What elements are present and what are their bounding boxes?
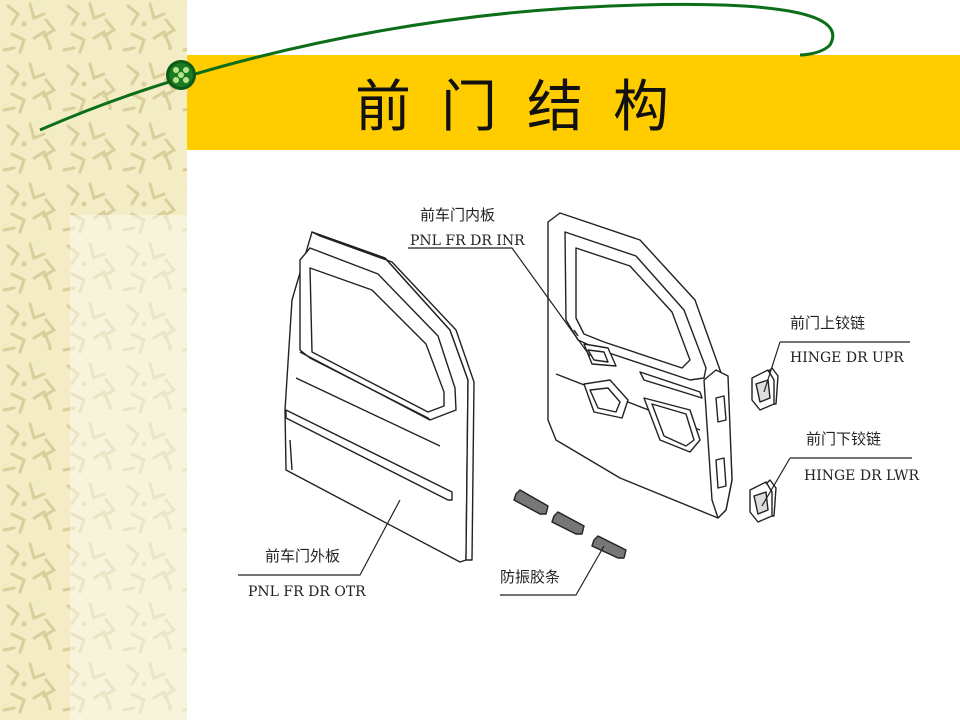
green-swoosh-decoration: [39, 2, 834, 132]
upper-hinge-label-cn: 前门上铰链: [790, 314, 866, 332]
outer-panel-label-cn: 前车门外板: [265, 547, 341, 565]
outer-panel-drawing: [284, 231, 475, 563]
anti-vibration-strips-drawing: [513, 489, 627, 559]
inner-panel-label-cn: 前车门内板: [420, 206, 496, 224]
left-band-highlight: [70, 215, 187, 720]
upper-hinge-label-code: HINGE DR UPR: [790, 350, 904, 366]
lower-hinge-drawing: [749, 479, 777, 523]
leader-lines: [238, 247, 912, 596]
outer-panel-label-code: PNL FR DR OTR: [248, 584, 366, 600]
lower-hinge-label-code: HINGE DR LWR: [804, 468, 920, 484]
title-bar: [187, 55, 960, 150]
bullet-orb-icon: [166, 60, 196, 90]
anti-vibration-strip-label: 防振胶条: [500, 568, 561, 586]
slide-title: 前门结构: [355, 75, 699, 140]
inner-panel-drawing: [547, 212, 733, 519]
lower-hinge-label-cn: 前门下铰链: [806, 430, 882, 448]
left-band-pattern: [0, 0, 187, 720]
inner-panel-label-code: PNL FR DR INR: [410, 233, 525, 249]
